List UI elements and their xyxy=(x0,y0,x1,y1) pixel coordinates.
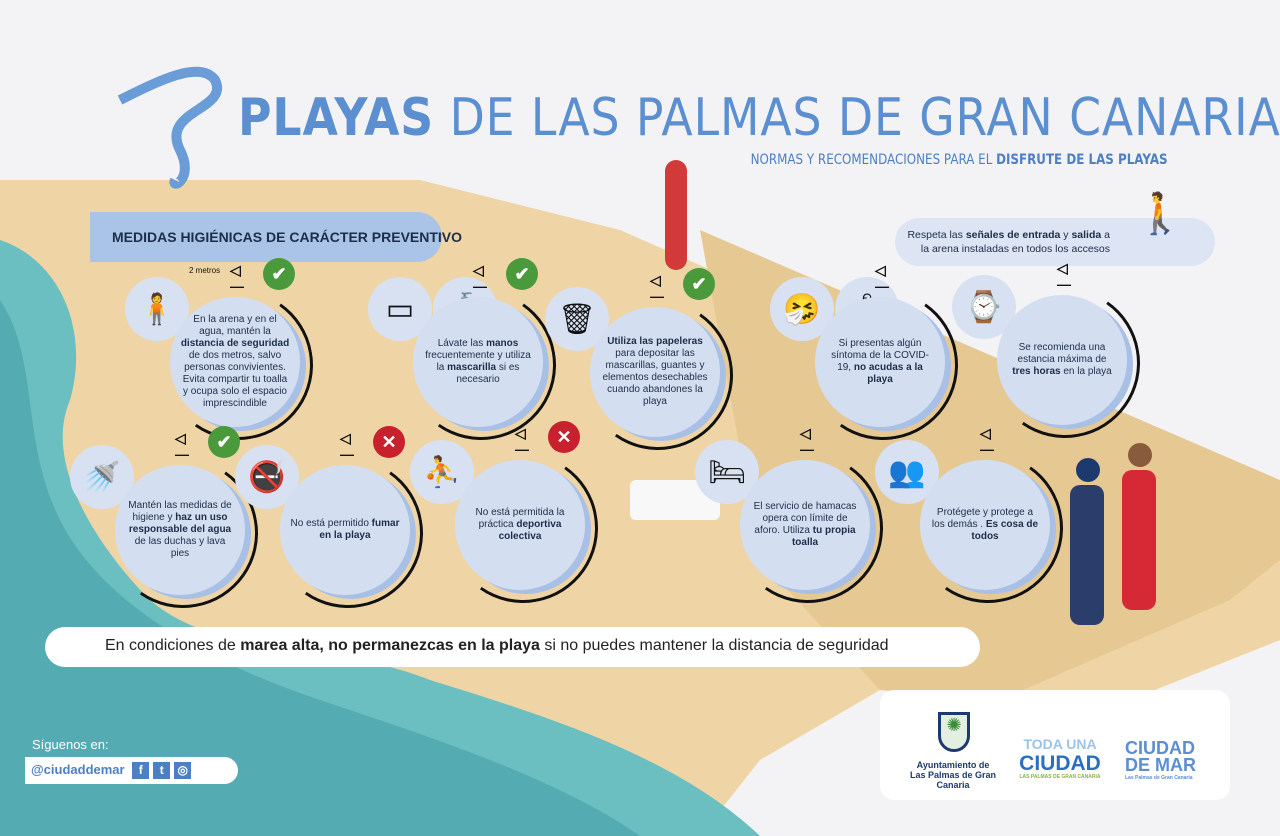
text-segment: Es cosa de todos xyxy=(971,519,1039,542)
text-segment: Mantén las medidas de higiene y xyxy=(128,500,232,523)
rule-text: No está permitido fumar en la playa xyxy=(280,465,410,595)
text-segment: Respeta las xyxy=(907,229,966,241)
text-segment: de dos metros, salvo personas convivient… xyxy=(182,350,288,409)
ayuntamiento-crest-icon: ✺ xyxy=(938,712,970,752)
arrow-icon: ◁— xyxy=(473,262,487,294)
handle-text: @ciudaddemar xyxy=(31,762,125,777)
arrow-icon: ◁— xyxy=(980,425,994,457)
text-segment: No está permitida la práctica xyxy=(475,507,565,530)
text-segment: en la playa xyxy=(1060,366,1112,377)
rule-text: Lávate las manos frecuentemente y utiliz… xyxy=(413,297,543,427)
text-segment: Si presentas algún síntoma de la COVID-1… xyxy=(831,338,929,373)
page-title: PLAYAS DE LAS PALMAS DE GRAN CANARIA xyxy=(238,88,1280,148)
check-icon: ✔ xyxy=(263,258,295,290)
text-segment: para depositar las mascarillas, guantes … xyxy=(602,348,708,407)
lifeguard xyxy=(1128,443,1152,467)
follow-label: Síguenos en: xyxy=(32,737,109,752)
text-segment: y xyxy=(1060,229,1072,241)
group-icon: 👥 xyxy=(875,440,939,504)
entry-notice: Respeta las señales de entrada y salida … xyxy=(895,218,1215,266)
text-segment: Protégete y protege a los demás . xyxy=(931,507,1034,530)
arrow-icon: ◁— xyxy=(650,272,664,304)
rule-text: El servicio de hamacas opera con límite … xyxy=(740,460,870,590)
tide-notice: En condiciones de marea alta, no permane… xyxy=(45,627,980,667)
ayuntamiento-logo: Ayuntamiento de Las Palmas de Gran Canar… xyxy=(909,760,997,790)
text-segment: de las duchas y lava pies xyxy=(134,536,226,559)
twitter-icon[interactable]: t xyxy=(153,762,171,780)
check-icon: ✔ xyxy=(683,268,715,300)
check-icon: ✔ xyxy=(506,258,538,290)
text-segment: El servicio de hamacas opera con límite … xyxy=(753,501,857,536)
arrow-icon: ◁— xyxy=(875,262,889,294)
text-segment: no acudas a la playa xyxy=(853,362,923,385)
text-segment: fumar en la playa xyxy=(319,518,400,541)
arrow-icon: ◁— xyxy=(800,425,814,457)
text-segment: señales de entrada xyxy=(965,229,1061,241)
forbidden-x-icon: ✕ xyxy=(548,421,580,453)
section-title: MEDIDAS HIGIÉNICAS DE CARÁCTER PREVENTIV… xyxy=(90,212,462,262)
logos-panel xyxy=(880,690,1230,800)
text-segment: mascarilla xyxy=(447,362,497,373)
arrow-icon: ◁— xyxy=(340,430,354,462)
rule-text: Mantén las medidas de higiene y haz un u… xyxy=(115,465,245,595)
distance-label: 2 metros xyxy=(189,266,221,275)
text-segment: tu propia toalla xyxy=(791,525,856,548)
rule-text: No está permitida la práctica deportiva … xyxy=(455,460,585,590)
text-segment: salida xyxy=(1071,229,1102,241)
text-segment: a la arena instaladas en todos los acces… xyxy=(920,229,1110,255)
text-segment: marea alta, no permanezcas en la playa xyxy=(240,637,540,654)
sneeze-icon: 🤧 xyxy=(770,277,834,341)
text-segment: No está permitido xyxy=(290,518,372,529)
text-segment: si no puedes mantener la distancia de se… xyxy=(539,637,889,654)
arrow-icon: ◁— xyxy=(175,430,189,462)
page-subtitle: NORMAS Y RECOMENDACIONES PARA EL DISFRUT… xyxy=(750,152,1168,168)
arrow-icon: ◁— xyxy=(230,262,244,294)
text-segment: tres horas xyxy=(1012,366,1061,377)
text-segment: manos xyxy=(486,338,519,349)
sunbeds-illustration xyxy=(630,480,720,520)
instagram-icon[interactable]: ◎ xyxy=(174,762,192,780)
text-segment: Utiliza las papeleras xyxy=(607,336,703,347)
sea-wave xyxy=(0,300,640,836)
forbidden-x-icon: ✕ xyxy=(373,426,405,458)
rule-text: Si presentas algún síntoma de la COVID-1… xyxy=(815,297,945,427)
lifeguard-officer xyxy=(1076,458,1100,482)
rule-text: Utiliza las papeleras para depositar las… xyxy=(590,307,720,437)
text-segment: Lávate las xyxy=(437,338,487,349)
arrow-icon: ◁— xyxy=(1057,260,1071,292)
text-segment: si es necesario xyxy=(456,362,520,385)
text-segment: distancia de seguridad xyxy=(180,338,290,349)
facebook-icon[interactable]: f xyxy=(132,762,150,780)
rule-text: En la arena y en el agua, mantén la dist… xyxy=(170,297,300,427)
text-segment: frecuentemente y utiliza la xyxy=(425,350,531,373)
rule-text: Protégete y protege a los demás . Es cos… xyxy=(920,460,1050,590)
text-segment: En condiciones de xyxy=(105,637,241,654)
ciudad-de-mar-swirl xyxy=(117,66,223,189)
rule-text: Se recomienda una estancia máxima de tre… xyxy=(997,295,1127,425)
text-segment: deportiva colectiva xyxy=(498,519,562,542)
crosswalk-icon: 🚶 xyxy=(1135,192,1185,236)
surfboard xyxy=(665,160,687,270)
text-segment: Se recomienda una estancia máxima de xyxy=(1017,342,1107,365)
text-segment: En la arena y en el agua, mantén la xyxy=(193,314,277,337)
text-segment: haz un uso responsable del agua xyxy=(128,512,232,535)
arrow-icon: ◁— xyxy=(515,425,529,457)
check-icon: ✔ xyxy=(208,426,240,458)
